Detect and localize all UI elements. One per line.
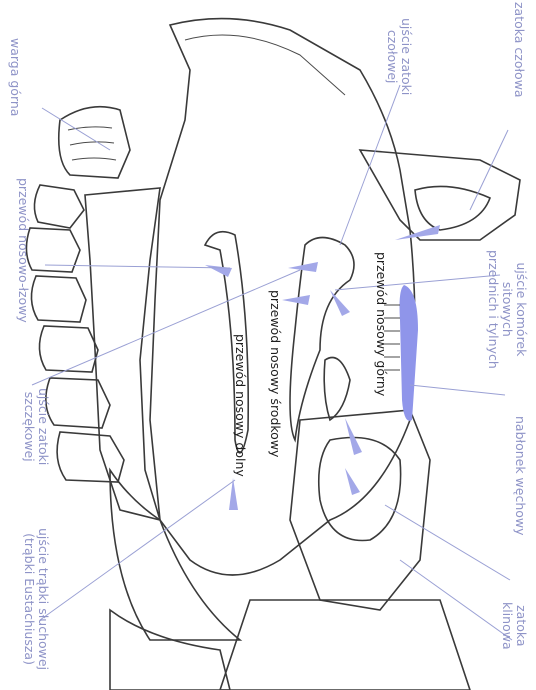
label-zatoka-klinowa: zatoka klinowa [500, 602, 528, 650]
palate [85, 188, 240, 640]
label-ujscie-zatoki-szczekowej: ujście zatoki szczękowej [22, 388, 50, 465]
label-przewod-nosowo-lzowy: przewód nosowo-łzowy [16, 178, 30, 323]
upper-lip [59, 107, 130, 178]
olfactory-epithelium [400, 285, 419, 421]
superior-turbinate [324, 358, 350, 421]
label-warga-gorna: warga górna [8, 38, 22, 116]
sphenoid-bone [220, 410, 470, 690]
label-ujscie-komorek-sitowych: ujście komórek sitowych przednich i tyln… [486, 250, 528, 369]
label-ujscie-trabki-sluchowej: ujście trąbki słuchowej (trąbki Eustachi… [22, 528, 50, 670]
label-nablonek-wechowy: nabłonek węchowy [513, 416, 527, 536]
frontal-bone [360, 150, 520, 240]
lower-structures [110, 610, 230, 690]
label-przewod-nosowy-srodkowy: przewód nosowy środkowy [268, 290, 282, 457]
label-przewod-nosowy-gorny: przewód nosowy górny [374, 252, 388, 396]
label-przewod-nosowy-dolny: przewód nosowy dolny [233, 334, 247, 477]
label-ujscie-zatoki-czolowej: ujście zatoki czołowej [385, 18, 413, 95]
label-zatoka-czolowa: zatoka czołowa [512, 2, 526, 98]
